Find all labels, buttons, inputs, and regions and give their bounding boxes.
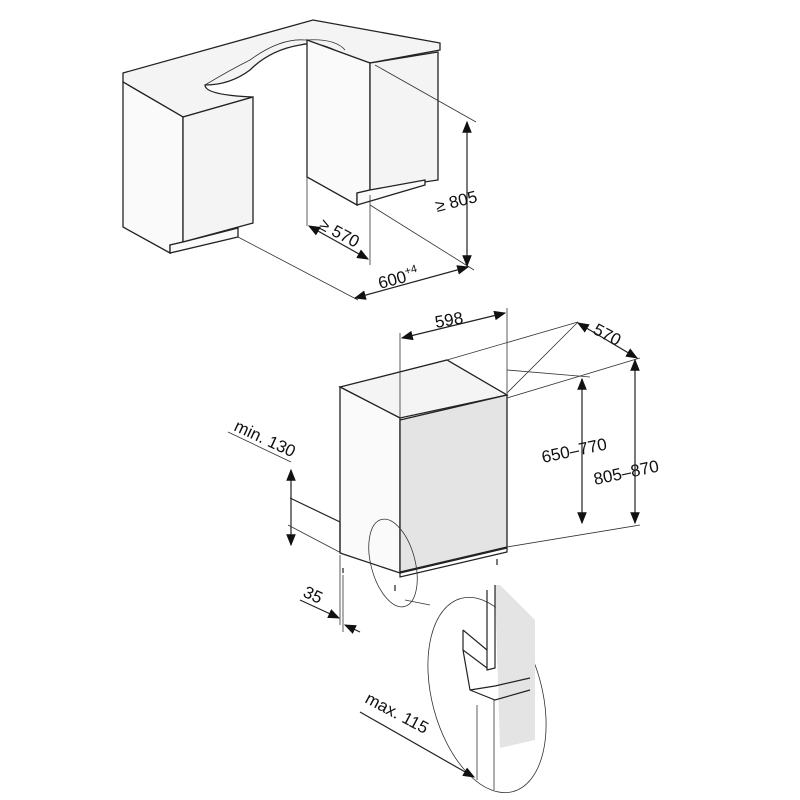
left-cabinet-front (182, 96, 254, 243)
niche-depth-dimension (307, 225, 370, 260)
detail-door-corner (462, 585, 535, 790)
appliance-depth-label: 570 (590, 320, 624, 350)
right-cabinet-side (306, 39, 371, 207)
appliance-depth-dimension (576, 322, 639, 359)
appliance-drawing: 598 570 650–770 805–870 min. 130 35 max.… (227, 308, 661, 794)
door-height-label: 650–770 (540, 435, 609, 467)
door-overhang-label: max. 115 (362, 689, 432, 738)
right-cabinet-front (369, 51, 439, 191)
door-panel (399, 394, 508, 573)
door-overhang-dimension (359, 711, 476, 778)
niche-width-tolerance: +4 (403, 263, 418, 278)
niche-width-label: 600+4 (376, 263, 421, 293)
niche-width-dimension (353, 265, 470, 300)
niche-depth-label: ≥ 570 (316, 215, 362, 252)
plinth-depth-label: 35 (300, 582, 325, 607)
appliance-width-label: 598 (433, 308, 464, 332)
appliance-side (339, 385, 401, 574)
appliance-width-dimension (400, 310, 507, 341)
total-height-label: 805–870 (592, 457, 661, 489)
plinth-depth-dimension (299, 599, 341, 619)
detail-callout-small (368, 518, 418, 608)
niche-height-label: ≥ 805 (433, 187, 479, 216)
detail-callout-large (427, 596, 547, 794)
niche-drawing: ≥ 805 ≥ 570 600+4 (122, 19, 479, 301)
